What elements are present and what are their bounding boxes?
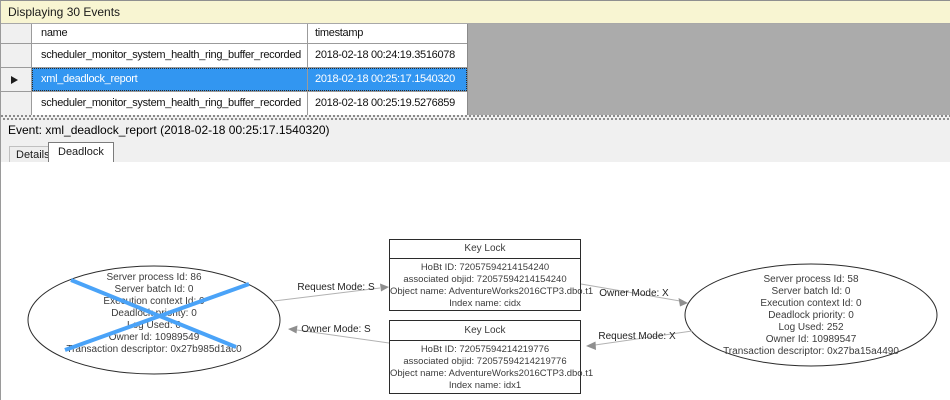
edge-label-owner-mode-x: Owner Mode: X (599, 288, 669, 299)
node-text-line: Transaction descriptor: 0x27b985d1ac0 (66, 344, 242, 355)
node-text-line: Execution context Id: 0 (103, 296, 205, 307)
edge-request-x-line (594, 330, 693, 346)
event-summary-text: Event: xml_deadlock_report (2018-02-18 0… (8, 123, 330, 137)
events-count-bar: Displaying 30 Events (1, 1, 950, 24)
tab-strip: Details Deadlock (1, 141, 950, 162)
node-text-line: Owner Id: 10989549 (108, 332, 200, 343)
cell-name[interactable]: scheduler_monitor_system_health_ring_buf… (32, 92, 308, 115)
edge-owner-x-line (580, 283, 681, 302)
node-text-line: associated objid: 72057594214219776 (403, 356, 567, 367)
node-text-line: Server batch Id: 0 (114, 284, 194, 295)
deadlock-graph-pane: Server process Id: 86 Server batch Id: 0… (1, 162, 950, 400)
edge-label-owner-mode-s: Owner Mode: S (301, 324, 371, 335)
other-process-node-text: Server process Id: 58 Server batch Id: 0… (691, 274, 931, 358)
row-selector-cell[interactable] (1, 68, 32, 91)
other-process-ellipse[interactable] (684, 263, 938, 367)
edge-label-request-mode-s: Request Mode: S (297, 282, 375, 293)
cell-name[interactable]: scheduler_monitor_system_health_ring_buf… (32, 44, 308, 67)
edge-owner-s-line (296, 329, 390, 344)
node-text-line: Server process Id: 86 (106, 272, 202, 283)
node-text-line: Log Used: 0 (127, 320, 181, 331)
node-text-line: HoBt ID: 72057594214154240 (420, 262, 550, 273)
node-text-line: Owner Id: 10989547 (765, 334, 857, 345)
edge-owner-x-arrowhead-icon (678, 298, 688, 307)
node-text-line: Deadlock priority: 0 (768, 310, 854, 321)
lock-node-title: Key Lock (390, 321, 580, 341)
tab-deadlock[interactable]: Deadlock (48, 142, 114, 162)
node-text-line: Object name: AdventureWorks2016CTP3.dbo.… (390, 368, 594, 379)
events-count-label: Displaying 30 Events (8, 5, 121, 19)
edge-request-s-line (273, 287, 381, 302)
node-text-line: Deadlock priority: 0 (111, 308, 197, 319)
column-header-timestamp[interactable]: timestamp (308, 24, 467, 43)
node-text-line: Execution context Id: 0 (760, 298, 862, 309)
node-text-line: Object name: AdventureWorks2016CTP3.dbo.… (390, 286, 594, 297)
cell-name[interactable]: xml_deadlock_report (32, 68, 308, 91)
resource-node-key-lock-top[interactable]: Key Lock HoBt ID: 72057594214154240 asso… (389, 239, 594, 311)
cell-timestamp[interactable]: 2018-02-18 00:24:19.3516078 (315, 49, 455, 61)
table-header-row: name timestamp (1, 24, 467, 44)
node-text-line: HoBt ID: 72057594214219776 (420, 344, 550, 355)
edge-owner-s-arrowhead-icon (288, 325, 298, 334)
node-text-line: Index name: idx1 (448, 380, 522, 391)
table-row-selected[interactable]: xml_deadlock_report 2018-02-18 00:25:17.… (1, 68, 467, 92)
events-grid-region: name timestamp scheduler_monitor_system_… (1, 24, 950, 115)
cell-timestamp[interactable]: 2018-02-18 00:25:19.5276859 (315, 97, 455, 109)
node-text-line: associated objid: 72057594214154240 (403, 274, 567, 285)
cell-timestamp[interactable]: 2018-02-18 00:25:17.1540320 (308, 68, 467, 91)
resource-node-key-lock-bottom[interactable]: Key Lock HoBt ID: 72057594214219776 asso… (389, 320, 594, 394)
node-text-line: Server process Id: 58 (763, 274, 859, 285)
current-row-arrow-icon (11, 75, 18, 84)
edge-request-x-arrowhead-icon (586, 341, 596, 350)
grid-splitter[interactable] (1, 115, 950, 120)
tab-details[interactable]: Details (9, 146, 57, 162)
victim-process-node-text: Server process Id: 86 Server batch Id: 0… (34, 272, 274, 356)
event-summary-bar: Event: xml_deadlock_report (2018-02-18 0… (1, 120, 950, 141)
node-text-line: Log Used: 252 (778, 322, 844, 333)
node-text-line: Transaction descriptor: 0x27ba15a4490 (723, 346, 899, 357)
table-row[interactable]: scheduler_monitor_system_health_ring_buf… (1, 44, 467, 68)
row-selector-header[interactable] (1, 24, 32, 43)
row-selector-cell[interactable] (1, 44, 32, 67)
lock-node-title: Key Lock (390, 240, 580, 259)
table-row[interactable]: scheduler_monitor_system_health_ring_buf… (1, 92, 467, 115)
edge-request-s-arrowhead-icon (380, 283, 389, 292)
row-selector-cell[interactable] (1, 92, 32, 115)
edge-label-request-mode-x: Request Mode: X (598, 331, 676, 342)
column-header-name[interactable]: name (32, 24, 308, 43)
node-text-line: Index name: cidx (449, 298, 521, 309)
node-text-line: Server batch Id: 0 (771, 286, 851, 297)
events-table: name timestamp scheduler_monitor_system_… (1, 24, 468, 115)
